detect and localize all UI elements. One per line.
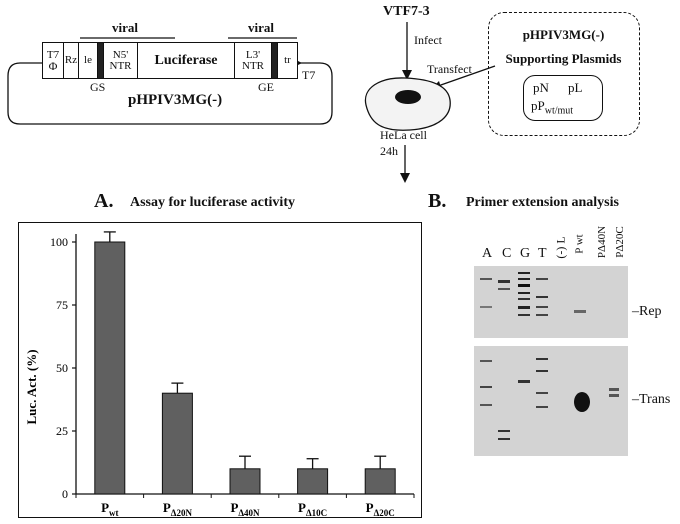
lane-label-p-d20c: PΔ20C <box>613 226 626 258</box>
gene-cassette: T7 Φ Rz le N5' NTR Luciferase L3' NTR tr <box>42 42 298 79</box>
hela-cell-nucleus <box>395 90 421 104</box>
trailer: tr <box>278 43 297 78</box>
viral-label-right: viral <box>248 20 274 35</box>
n5-ntr: N5' NTR <box>104 43 138 78</box>
lane-label-t: T <box>538 246 547 261</box>
category-label-sub: Δ10C <box>306 508 327 518</box>
category-label: PΔ10C <box>298 500 327 518</box>
l3-ntr: L3' NTR <box>235 43 272 78</box>
plasmid-name: pHPIV3MG(-) <box>128 92 223 108</box>
gel-transcription <box>474 346 628 456</box>
lane-label-p-wt: P wt <box>573 234 586 254</box>
infect-label: Infect <box>414 33 442 47</box>
trailer-label: tr <box>284 54 291 66</box>
leader: le <box>79 43 98 78</box>
bar <box>229 468 261 495</box>
category-label: PΔ20N <box>163 500 193 518</box>
panel-b-title: Primer extension analysis <box>466 195 619 210</box>
t7-terminator-label: T7 <box>302 68 316 82</box>
chart-frame <box>18 222 422 518</box>
rep-label: –Rep <box>632 304 662 319</box>
category-label-sub: Δ40N <box>238 508 260 518</box>
category-label: PΔ40N <box>230 500 260 518</box>
t7-promoter-label: T7 <box>46 48 60 61</box>
rep-label-text: Rep <box>639 304 662 319</box>
category-label-base: P <box>230 500 238 515</box>
category-label-base: P <box>366 500 374 515</box>
supporting-plasmids-label: Supporting Plasmids <box>505 51 622 66</box>
gene-end-signal <box>272 43 278 78</box>
lane-labels: A C G T (-) L P wt PΔ40N PΔ20C <box>480 226 630 262</box>
pp-subscript: wt/mut <box>544 105 574 117</box>
category-label-sub: Δ20C <box>374 508 395 518</box>
l3-ntr-line2: NTR <box>242 59 264 72</box>
category-label: PΔ20C <box>366 500 395 518</box>
t7-promoter: T7 Φ <box>43 43 64 78</box>
ribozyme-label: Rz <box>64 54 78 66</box>
lane-label-g: G <box>520 246 531 261</box>
lane-label-p-d40n: PΔ40N <box>596 225 609 259</box>
bar <box>94 241 126 495</box>
gs-label: GS <box>90 80 106 94</box>
y-tick-label: 0 <box>62 487 68 501</box>
ribozyme: Rz <box>64 43 79 78</box>
bar <box>297 468 329 495</box>
category-label-base: P <box>101 500 109 515</box>
category-label-base: P <box>298 500 306 515</box>
pl-plasmid: pL <box>568 80 583 95</box>
ge-label: GE <box>258 80 274 94</box>
n5-ntr-line2: NTR <box>109 59 132 72</box>
category-label-sub: wt <box>109 508 119 518</box>
category-label-sub: Δ20N <box>171 508 193 518</box>
pp-plasmid: pPwt/mut <box>531 98 573 117</box>
plasmids-box-title: pHPIV3MG(-) <box>522 27 605 42</box>
y-tick-label: 50 <box>56 361 68 375</box>
virus-label: VTF7-3 <box>383 4 430 19</box>
pn-plasmid: pN <box>533 80 549 95</box>
y-tick-label: 100 <box>50 235 68 249</box>
plasmids-box: pHPIV3MG(-) Supporting Plasmids pN pL pP… <box>488 12 640 136</box>
plasmid-list: pN pL pPwt/mut <box>523 75 603 121</box>
cell-label: HeLa cell <box>380 128 427 142</box>
y-tick-label: 75 <box>56 298 68 312</box>
bar <box>161 392 193 495</box>
lane-label-neg-l: (-) L <box>553 236 568 259</box>
viral-label-left: viral <box>112 20 138 35</box>
leader-label: le <box>84 54 92 66</box>
category-label-base: P <box>163 500 171 515</box>
time-label: 24h <box>380 144 398 158</box>
y-axis-label: Luc. Act. (%) <box>24 349 39 424</box>
gel-replication <box>474 266 628 338</box>
trans-label: –Trans <box>632 392 671 407</box>
bar <box>364 468 396 495</box>
y-tick-label: 25 <box>56 424 68 438</box>
panel-b-letter: B. <box>428 190 447 212</box>
l3-ntr-line1: L3' <box>245 48 261 61</box>
panel-a-title: Assay for luciferase activity <box>130 195 295 210</box>
gel-rep-bands <box>480 272 586 316</box>
gene-start-signal <box>98 43 104 78</box>
gel-trans-bands <box>480 358 619 440</box>
transfection-arrows <box>364 22 496 183</box>
n5-ntr-line1: N5' <box>112 48 129 61</box>
lane-label-a: A <box>482 246 493 261</box>
transfect-label: Transfect <box>427 62 472 76</box>
trans-label-text: Trans <box>639 392 671 407</box>
category-label: Pwt <box>101 500 118 518</box>
panel-a-letter: A. <box>94 190 114 212</box>
hela-cell-body <box>364 77 451 131</box>
phi-symbol: Φ <box>48 58 58 73</box>
luciferase-gene: Luciferase <box>138 43 235 78</box>
pp-base: pP <box>531 98 545 113</box>
lane-label-c: C <box>502 246 512 261</box>
luciferase-label: Luciferase <box>154 53 218 68</box>
